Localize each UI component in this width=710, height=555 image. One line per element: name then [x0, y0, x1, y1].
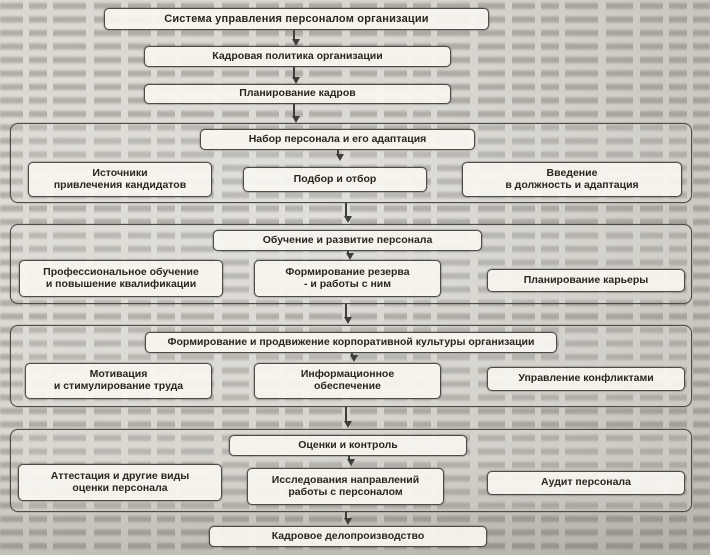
flow-arrow-3: [291, 104, 300, 123]
diagram-title-box: Система управления персоналом организаци…: [104, 8, 489, 30]
box-personnel-audit: Аудит персонала: [487, 471, 685, 495]
group-evaluation-control: Оценки и контроль Аттестация и другие ви…: [10, 429, 692, 512]
group-recruitment-arrow: [335, 150, 344, 161]
flow-arrow-5: [343, 304, 352, 324]
group-training: Обучение и развитие персонала Профессион…: [10, 224, 692, 304]
group-training-arrow: [345, 251, 354, 260]
group-training-header: Обучение и развитие персонала: [213, 230, 482, 251]
flow-arrow-1: [291, 30, 300, 46]
box-conflict-management: Управление конфликтами: [487, 367, 685, 391]
group-recruitment: Набор персонала и его адаптация Источник…: [10, 123, 692, 203]
group-recruitment-header: Набор персонала и его адаптация: [200, 129, 475, 150]
flow-box-personnel-policy: Кадровая политика организации: [144, 46, 451, 67]
group-evaluation-arrow: [346, 456, 355, 466]
group-corporate-culture-header: Формирование и продвижение корпоративной…: [145, 332, 557, 353]
box-attestation: Аттестация и другие виды оценки персонал…: [18, 464, 222, 501]
flow-arrow-6: [343, 407, 352, 428]
box-induction-adaptation: Введение в должность и адаптация: [462, 162, 682, 197]
group-corporate-culture: Формирование и продвижение корпоративной…: [10, 325, 692, 407]
group-evaluation-header: Оценки и контроль: [229, 435, 467, 456]
box-selection: Подбор и отбор: [243, 167, 427, 192]
flow-box-personnel-planning: Планирование кадров: [144, 84, 451, 104]
flow-arrow-7: [343, 512, 352, 525]
box-research-directions: Исследования направлений работы с персон…: [247, 468, 444, 505]
box-career-planning: Планирование карьеры: [487, 269, 685, 292]
flow-box-records-management: Кадровое делопроизводство: [209, 526, 487, 547]
flow-arrow-2: [291, 67, 300, 84]
box-professional-training: Профессиональное обучение и повышение кв…: [19, 260, 223, 297]
flow-arrow-4: [343, 203, 352, 223]
box-candidate-sources: Источники привлечения кандидатов: [28, 162, 212, 197]
group-corporate-culture-arrow: [349, 353, 358, 362]
box-motivation: Мотивация и стимулирование труда: [25, 363, 212, 399]
box-reserve-formation: Формирование резерва - и работы с ним: [254, 260, 441, 297]
box-information-support: Информационное обеспечение: [254, 363, 441, 399]
